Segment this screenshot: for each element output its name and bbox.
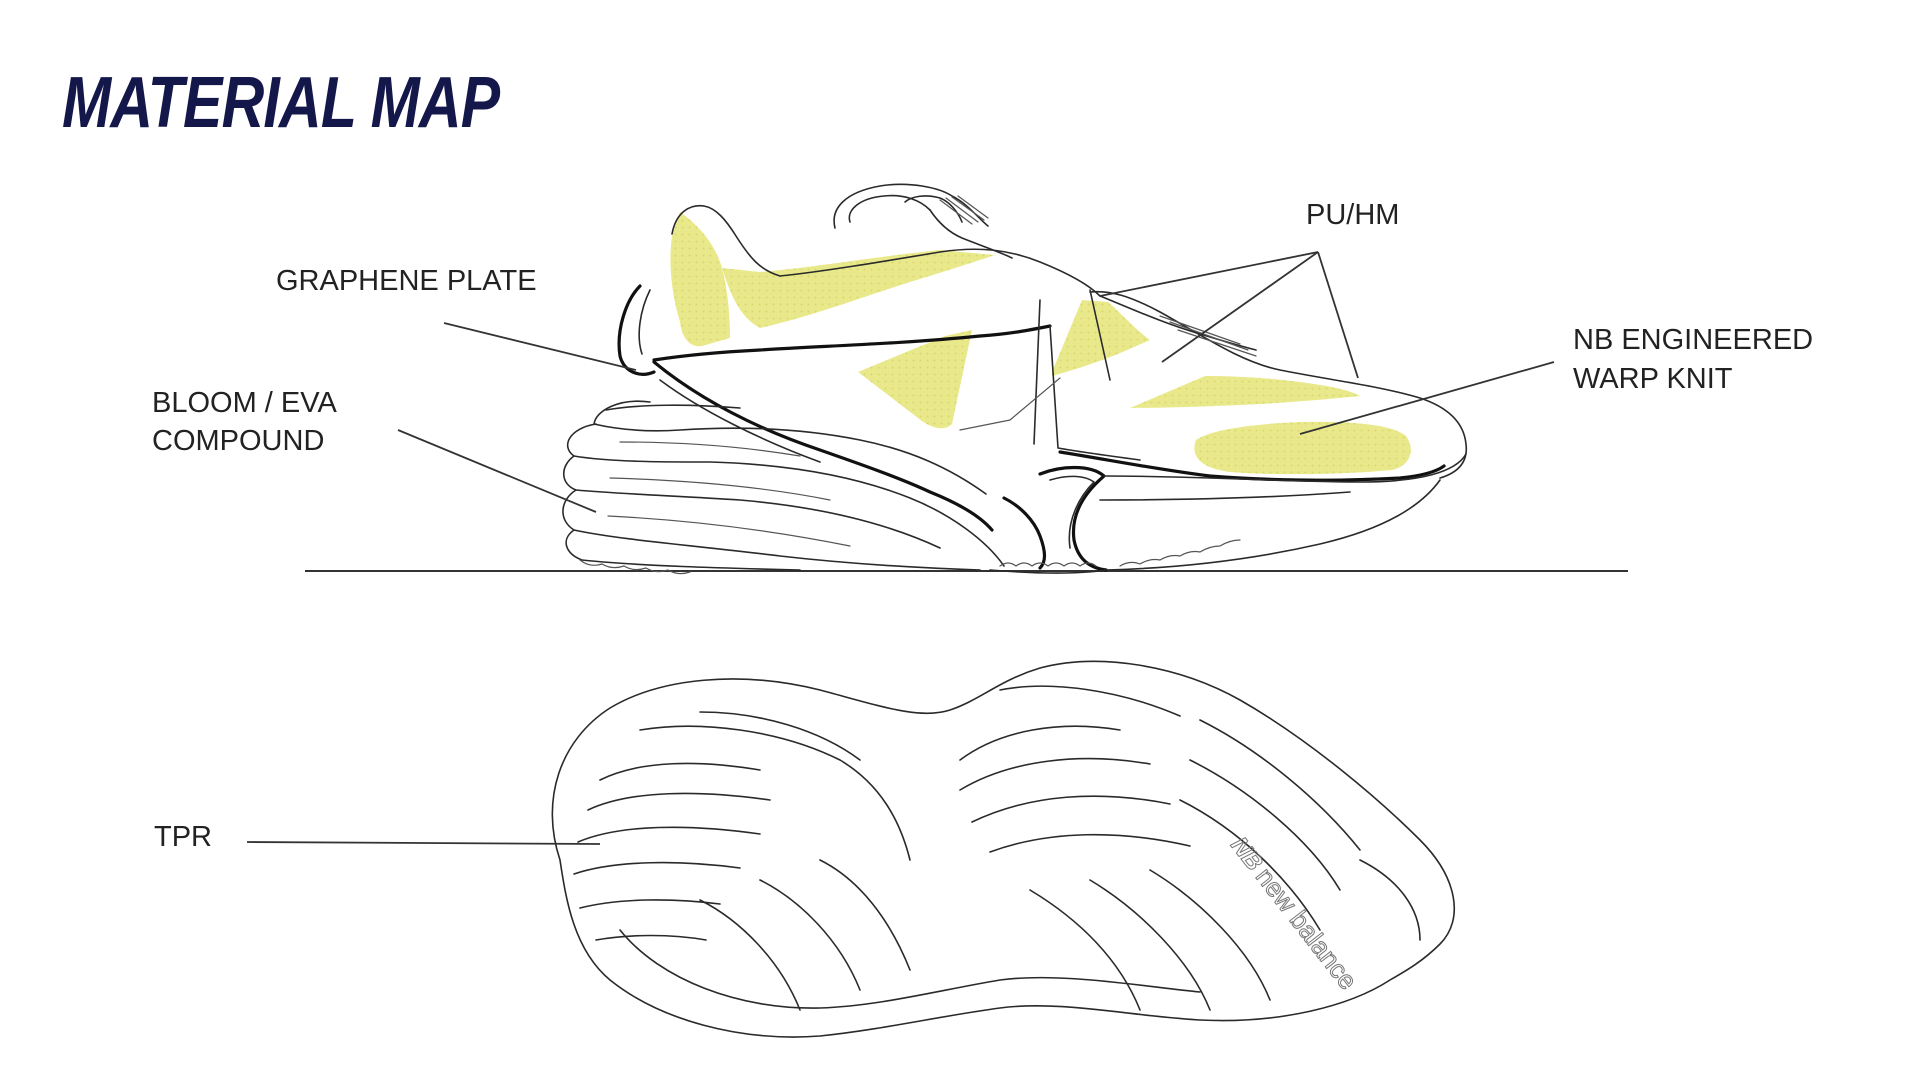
label-nb-knit-1: NB ENGINEERED: [1573, 324, 1813, 356]
label-tpr: TPR: [154, 821, 212, 853]
knit-panel-heel: [670, 212, 730, 347]
page-title: MATERIAL MAP: [62, 63, 500, 143]
label-nb-knit-2: WARP KNIT: [1573, 363, 1733, 395]
leader-graphene-plate: [443, 322, 637, 371]
label-bloom-2: COMPOUND: [152, 425, 324, 457]
knit-panel-toe: [1194, 421, 1411, 475]
knit-panel-quarter-triangle: [858, 330, 972, 429]
leader-pu-hm-1: [1099, 251, 1319, 297]
leader-bloom: [397, 429, 597, 513]
knit-panel-collar: [722, 250, 995, 328]
label-graphene-plate: GRAPHENE PLATE: [276, 265, 537, 297]
leader-tpr: [246, 841, 601, 845]
outsole-bottom-view: NB new balance: [551, 660, 1456, 1038]
leader-nb-knit: [1299, 361, 1555, 435]
label-pu-hm: PU/HM: [1306, 199, 1399, 231]
label-bloom-1: BLOOM / EVA: [152, 387, 337, 419]
shoe-side-view: [305, 183, 1628, 575]
knit-panel-vamp: [1130, 376, 1360, 408]
outsole-logo: NB new balance: [1225, 832, 1364, 996]
leader-pu-hm-2: [1161, 251, 1319, 363]
nb-logo-wordmark: new balance: [1250, 862, 1364, 996]
leader-pu-hm-3: [1317, 251, 1359, 379]
nb-logo-mark: NB: [1225, 832, 1268, 876]
